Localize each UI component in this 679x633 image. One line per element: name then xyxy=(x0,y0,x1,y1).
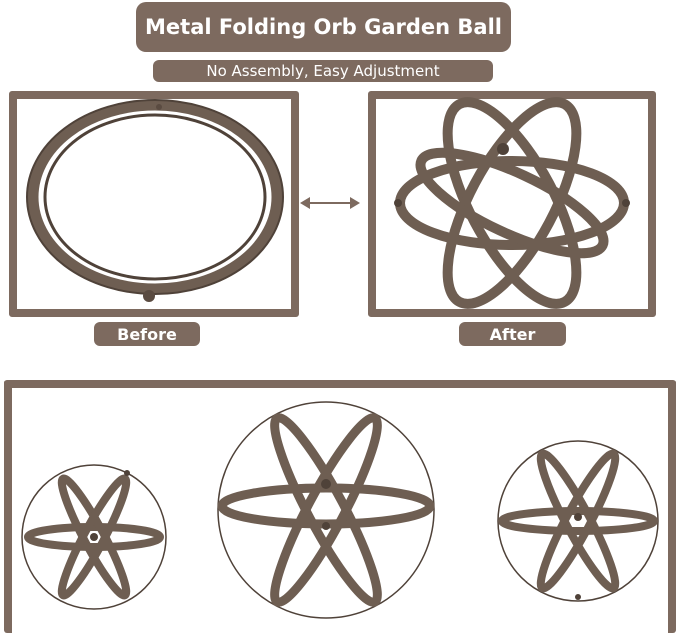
large-orb-center-image xyxy=(217,401,435,619)
expanded-orb-image xyxy=(394,97,630,309)
page-title: Metal Folding Orb Garden Ball xyxy=(136,2,511,52)
double-arrow-icon xyxy=(300,197,360,209)
small-orb-right-image xyxy=(497,440,659,602)
after-label: After xyxy=(459,322,566,346)
before-label: Before xyxy=(94,322,200,346)
folded-ring-image xyxy=(26,99,284,302)
subtitle-banner: No Assembly, Easy Adjustment xyxy=(153,60,493,82)
small-orb-left-image xyxy=(21,464,167,610)
